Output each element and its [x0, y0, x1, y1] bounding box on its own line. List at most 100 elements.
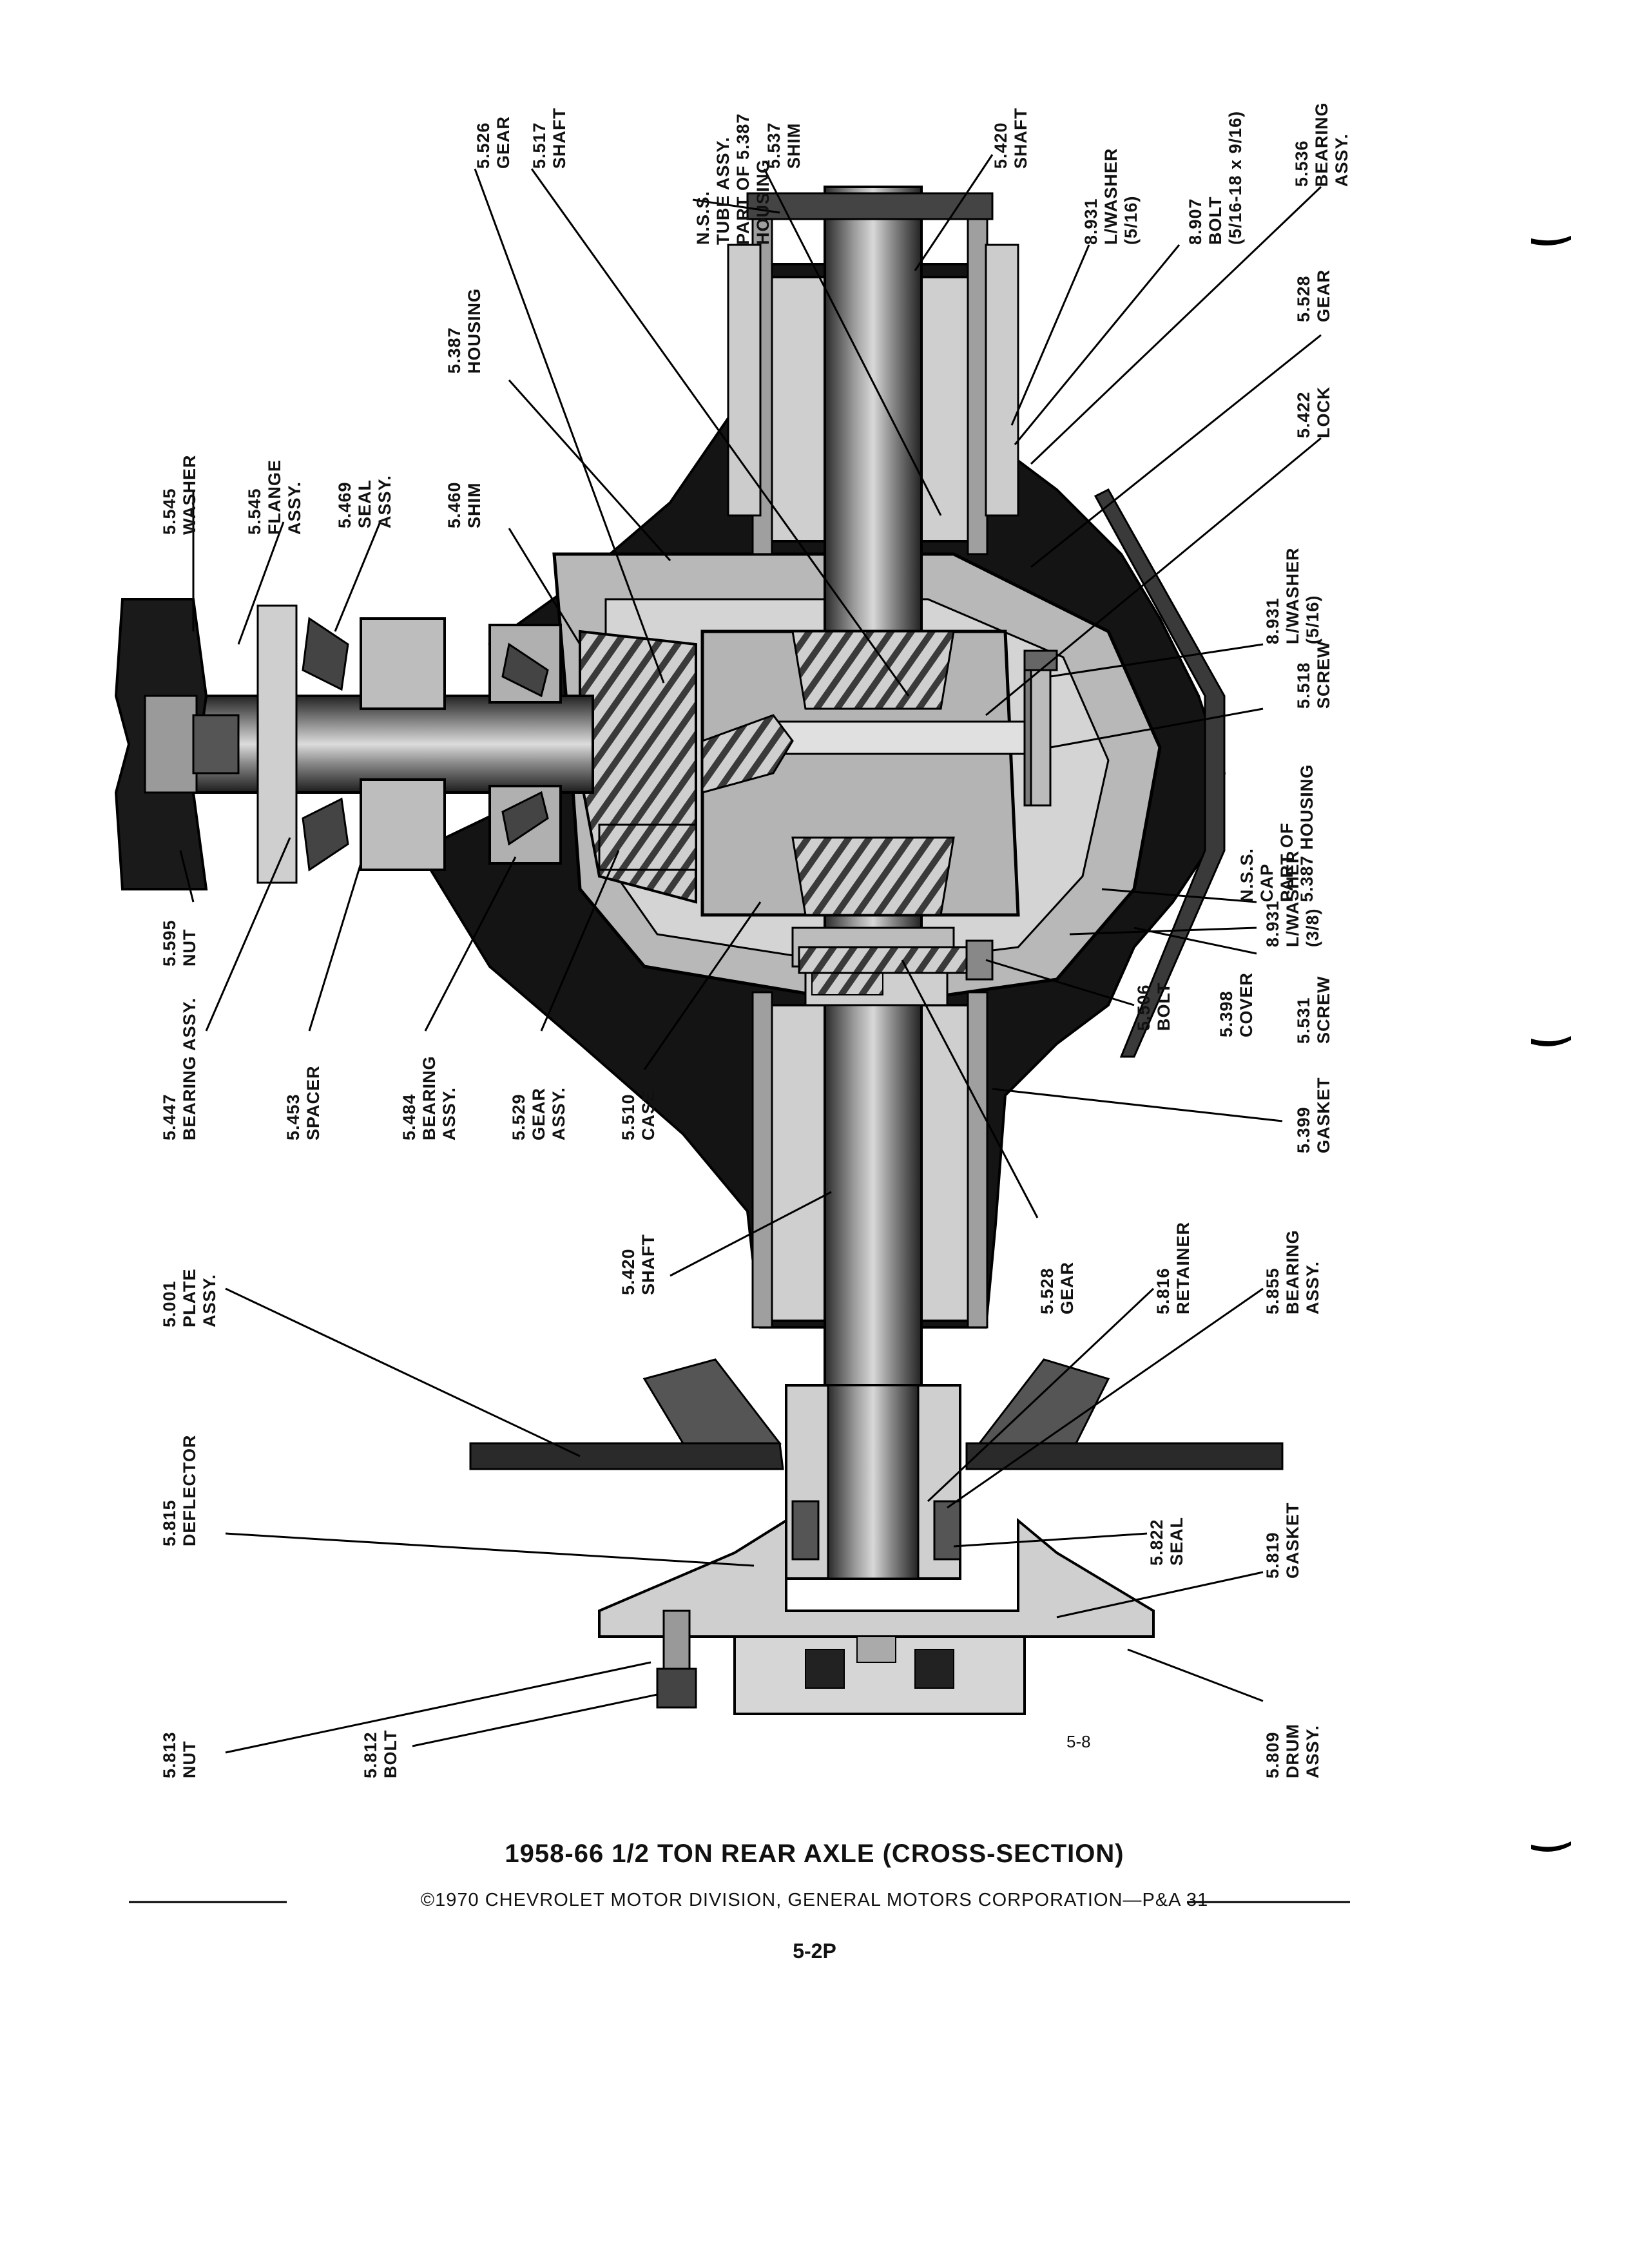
- label-line: 5.537: [764, 122, 784, 169]
- label-line: BEARING ASSY.: [180, 997, 199, 1140]
- label-line: GEAR: [1057, 1261, 1077, 1314]
- label-line: (3/8): [1303, 908, 1322, 947]
- label-line: GASKET: [1314, 1077, 1333, 1153]
- label-line: SHAFT: [550, 108, 569, 169]
- pinion-shaft: [192, 604, 594, 884]
- label-line: 5.460: [445, 481, 464, 528]
- label-line: 5.819: [1263, 1532, 1282, 1579]
- label-line: 5.816: [1153, 1267, 1173, 1314]
- label-line: ASSY.: [200, 1273, 219, 1327]
- label-line: NUT: [180, 928, 199, 967]
- label-line: SHIM: [465, 482, 484, 529]
- brake-drum: [598, 1517, 1155, 1715]
- label-line: L/WASHER: [1283, 850, 1302, 947]
- label-line: 5.447: [160, 1093, 179, 1140]
- label-line: 5.001: [160, 1280, 179, 1327]
- label-line: 5.469: [335, 481, 354, 528]
- label-line: NUT: [180, 1740, 199, 1779]
- label-line: N.S.S.: [1237, 847, 1257, 902]
- label-line: GEAR: [1314, 269, 1333, 322]
- label-line: ASSY.: [1303, 1260, 1322, 1314]
- label-line: DEFLECTOR: [180, 1434, 199, 1546]
- label-line: 5.387: [445, 327, 464, 374]
- label-line: ASSY.: [439, 1086, 459, 1140]
- label-line: CASE: [639, 1089, 658, 1140]
- label-line: SHAFT: [1011, 108, 1030, 169]
- label-line: L/WASHER: [1101, 148, 1121, 245]
- label-line: GEAR: [494, 115, 513, 169]
- label-line: 5.531: [1294, 997, 1313, 1044]
- label-line: ASSY.: [375, 474, 394, 528]
- label-line: 5.812: [361, 1731, 380, 1778]
- label-line: BOLT: [1206, 196, 1225, 245]
- label-line: 5.529: [509, 1093, 528, 1140]
- label-line: ASSY.: [1332, 133, 1351, 187]
- ring-gear: [579, 629, 697, 904]
- label-line: SEAL: [355, 479, 374, 528]
- page-number: 5-2P: [793, 1939, 836, 1963]
- label-line: 5.855: [1263, 1267, 1282, 1314]
- label-line: 5.815: [160, 1499, 179, 1546]
- label-line: GEAR: [529, 1087, 548, 1140]
- label-line: 8.931: [1263, 900, 1282, 947]
- label-line: 5.422: [1294, 391, 1313, 438]
- label-line: SEAL: [1167, 1516, 1186, 1566]
- label-line: (5/16): [1121, 195, 1141, 245]
- label-line: 5.506: [1134, 984, 1153, 1031]
- label-line: 5.399: [1294, 1106, 1313, 1153]
- label-line: SCREW: [1314, 640, 1333, 709]
- label-line: SHAFT: [639, 1234, 658, 1295]
- label-line: 5.822: [1147, 1519, 1166, 1566]
- label-line: ASSY.: [285, 481, 304, 535]
- label-line: 5.536: [1292, 140, 1311, 187]
- label-line: ASSY.: [1303, 1724, 1322, 1778]
- figure-number: 5-8: [1066, 1732, 1091, 1751]
- label-line: 5.420: [619, 1248, 638, 1295]
- label-line: 5.517: [530, 122, 549, 169]
- side-gear-lower: [791, 836, 955, 916]
- label-line: BOLT: [1154, 982, 1173, 1031]
- label-line: SCREW: [1314, 975, 1333, 1044]
- rear-cover: [1094, 488, 1226, 1058]
- pinion-gear: [701, 714, 794, 794]
- label-line: 5.813: [160, 1731, 179, 1778]
- side-gear-upper: [791, 630, 955, 710]
- label-line: L/WASHER: [1283, 547, 1302, 644]
- label-line: BEARING: [1312, 102, 1331, 187]
- wheel-bearing: [791, 1500, 961, 1561]
- label-line: BOLT: [381, 1729, 400, 1778]
- label-line: COVER: [1237, 972, 1256, 1037]
- label-line: 8.907: [1186, 198, 1205, 245]
- leader-lines: [179, 154, 1322, 1754]
- page-title: 1958-66 1/2 TON REAR AXLE (CROSS-SECTION…: [505, 1840, 1124, 1868]
- page-edge-marks: [1531, 236, 1571, 1852]
- label-line: GASKET: [1283, 1502, 1302, 1579]
- companion-flange: [114, 598, 240, 890]
- label-line: (5/16-18 x 9/16): [1226, 110, 1245, 245]
- label-line: 5.545: [160, 488, 179, 535]
